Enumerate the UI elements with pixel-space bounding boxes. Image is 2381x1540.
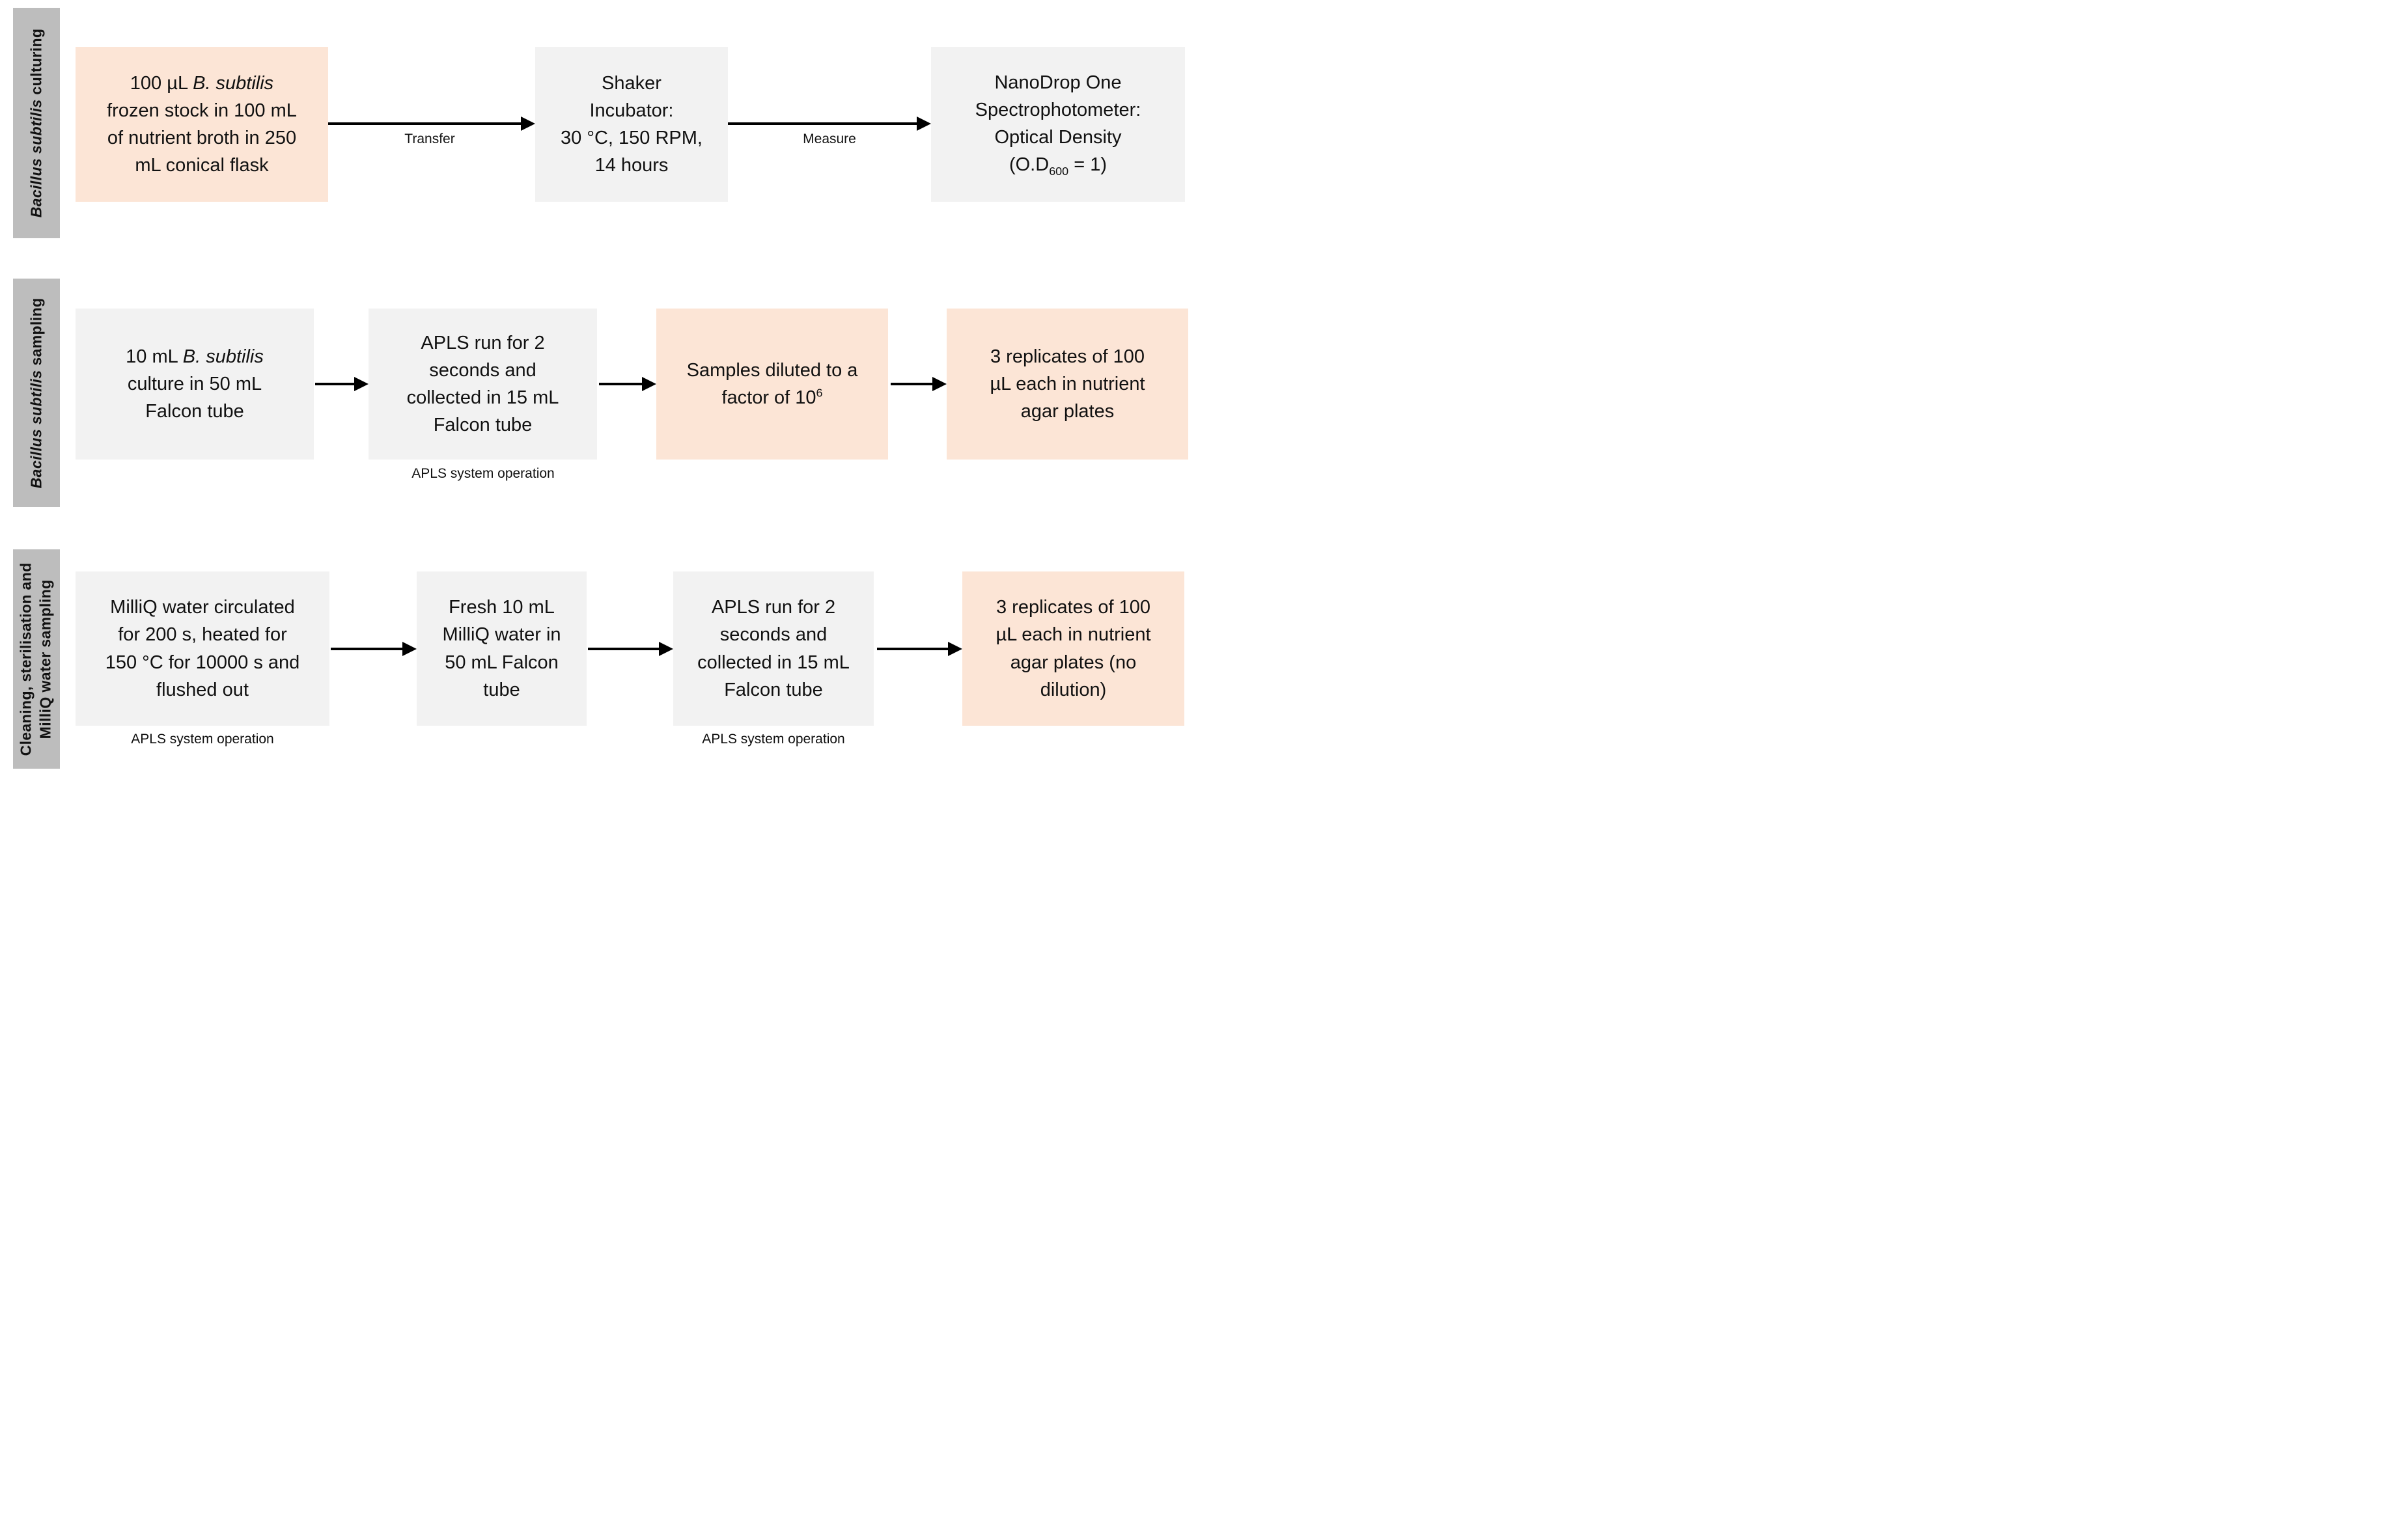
arrow-head-icon [521, 117, 535, 131]
arrow-head-icon [659, 642, 673, 656]
arrow-head-icon [354, 377, 369, 391]
arrow-line [891, 383, 935, 385]
arrow-label-transfer: Transfer [404, 131, 455, 146]
row-label-bacillus-subtilis-culturing: Bacillus subtilis culturing [13, 8, 60, 238]
row-label-text: Bacillus subtilis sampling [27, 297, 45, 488]
row-label-bacillus-subtilis-sampling: Bacillus subtilis sampling [13, 279, 60, 507]
arrow-line [331, 648, 405, 650]
caption-apls-system-operation: APLS system operation [411, 466, 555, 481]
arrow-head-icon [917, 117, 931, 131]
arrow-label-measure: Measure [803, 131, 856, 146]
row-label-text: Bacillus subtilis culturing [27, 28, 45, 218]
arrow-line [728, 122, 919, 125]
caption-apls-system-operation: APLS system operation [131, 732, 274, 747]
arrow-line [877, 648, 951, 650]
arrow-head-icon [402, 642, 417, 656]
arrow-head-icon [642, 377, 656, 391]
arrow-line [599, 383, 645, 385]
protocol-flowchart: Bacillus subtilis culturing 100 µL B. su… [0, 0, 1191, 770]
arrow-head-icon [948, 642, 962, 656]
arrow-line [315, 383, 357, 385]
arrow-line [328, 122, 523, 125]
arrow-head-icon [932, 377, 947, 391]
caption-apls-system-operation: APLS system operation [702, 732, 845, 747]
arrow-line [588, 648, 661, 650]
